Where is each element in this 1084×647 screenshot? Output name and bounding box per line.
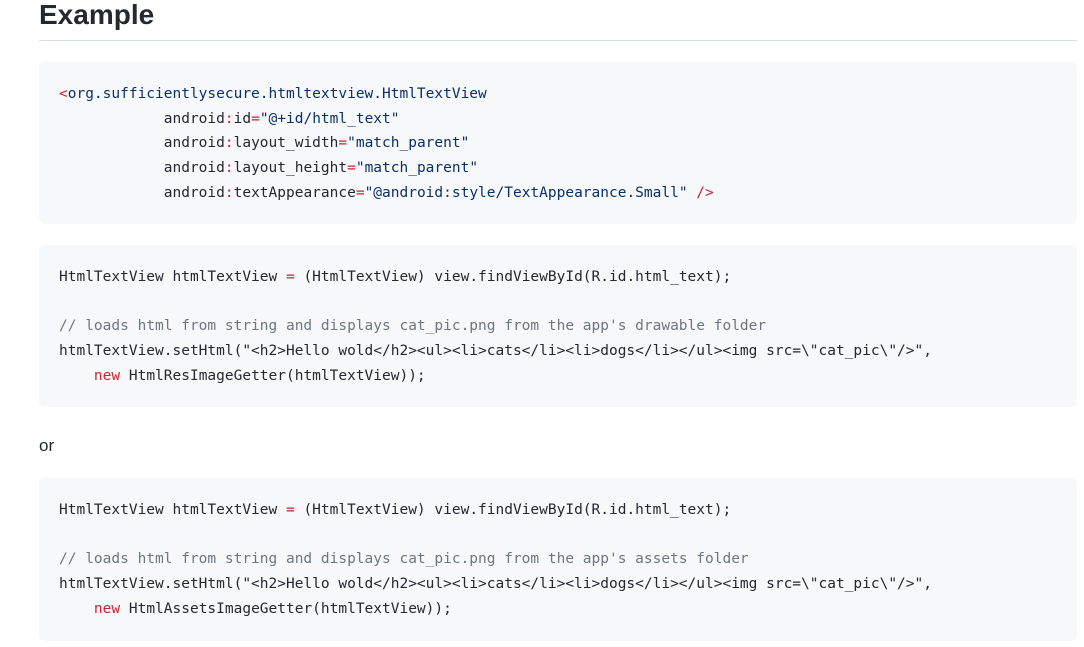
code-token: = bbox=[347, 160, 356, 177]
code-block-xml: <org.sufficientlysecure.htmltextview.Htm… bbox=[39, 62, 1077, 224]
code-token: = bbox=[285, 502, 295, 518]
code-keyword: new bbox=[93, 600, 121, 617]
code-indent bbox=[59, 185, 164, 201]
code-token: : bbox=[224, 135, 234, 152]
code-token: HtmlTextView htmlTextView bbox=[59, 269, 286, 285]
code-indent bbox=[59, 601, 94, 617]
code-block-res-getter: HtmlTextView htmlTextView = (HtmlTextVie… bbox=[39, 245, 1077, 407]
code-token: = bbox=[338, 135, 348, 152]
code-token: HtmlAssetsImageGetter(htmlTextView)); bbox=[120, 600, 452, 617]
code-line: new HtmlAssetsImageGetter(htmlTextView))… bbox=[59, 597, 1077, 622]
code-indent bbox=[59, 135, 164, 151]
code-token: "match_parent" bbox=[347, 135, 470, 152]
code-token: : bbox=[224, 160, 234, 177]
code-indent bbox=[59, 111, 164, 127]
code-token: android bbox=[163, 184, 225, 201]
code-keyword: new bbox=[93, 367, 121, 384]
code-token: layout_width bbox=[233, 135, 339, 152]
code-token: HtmlTextView htmlTextView bbox=[59, 502, 286, 518]
code-token: = bbox=[251, 110, 260, 127]
code-token: (HtmlTextView) view.findViewById(R.id.ht… bbox=[294, 502, 732, 518]
code-token: textAppearance bbox=[233, 184, 356, 201]
code-token: (HtmlTextView) view.findViewById(R.id.ht… bbox=[294, 269, 732, 285]
code-line: HtmlTextView htmlTextView = (HtmlTextVie… bbox=[59, 498, 1077, 523]
code-token: : bbox=[224, 184, 234, 201]
code-token: = bbox=[285, 269, 295, 285]
code-token: HtmlResImageGetter(htmlTextView)); bbox=[120, 367, 426, 384]
code-line-blank bbox=[59, 523, 1077, 548]
code-comment: // loads html from string and displays c… bbox=[59, 551, 749, 568]
code-token: "@+id/html_text" bbox=[259, 110, 400, 127]
code-token: "@android:style/TextAppearance.Small" bbox=[364, 184, 688, 201]
code-indent bbox=[59, 368, 94, 384]
code-token: android bbox=[163, 160, 225, 177]
code-token: id bbox=[233, 110, 252, 127]
code-line: htmlTextView.setHtml("<h2>Hello wold</h2… bbox=[59, 576, 932, 593]
code-line: android:id="@+id/html_text" bbox=[59, 107, 1077, 132]
code-line: htmlTextView.setHtml("<h2>Hello wold</h2… bbox=[59, 343, 932, 360]
code-token: android bbox=[163, 110, 225, 127]
code-block-assets-getter: HtmlTextView htmlTextView = (HtmlTextVie… bbox=[39, 478, 1077, 641]
code-token: org.sufficientlysecure.htmltextview.Html… bbox=[67, 86, 487, 102]
code-line: <org.sufficientlysecure.htmltextview.Htm… bbox=[59, 82, 1077, 107]
code-java-res: HtmlTextView htmlTextView = (HtmlTextVie… bbox=[39, 245, 1077, 388]
code-line-blank bbox=[59, 290, 1077, 315]
code-line: new HtmlResImageGetter(htmlTextView)); bbox=[59, 364, 1077, 389]
code-line: android:textAppearance="@android:style/T… bbox=[59, 181, 1077, 206]
code-line: android:layout_width="match_parent" bbox=[59, 131, 1077, 156]
code-token: = bbox=[355, 184, 365, 201]
code-xml: <org.sufficientlysecure.htmltextview.Htm… bbox=[39, 62, 1077, 205]
code-token: layout_height bbox=[233, 160, 348, 177]
code-comment: // loads html from string and displays c… bbox=[59, 318, 767, 335]
code-line: android:layout_height="match_parent" bbox=[59, 156, 1077, 181]
code-token: : bbox=[224, 110, 234, 127]
code-token: /> bbox=[687, 184, 714, 201]
code-indent bbox=[59, 160, 164, 176]
code-token: android bbox=[163, 135, 225, 152]
or-separator-text: or bbox=[39, 436, 55, 455]
section-heading: Example bbox=[39, 0, 155, 30]
code-line: HtmlTextView htmlTextView = (HtmlTextVie… bbox=[59, 265, 1077, 290]
code-java-assets: HtmlTextView htmlTextView = (HtmlTextVie… bbox=[39, 478, 1077, 621]
code-token: "match_parent" bbox=[355, 160, 479, 177]
code-token: < bbox=[59, 86, 68, 102]
heading-divider bbox=[39, 40, 1077, 41]
